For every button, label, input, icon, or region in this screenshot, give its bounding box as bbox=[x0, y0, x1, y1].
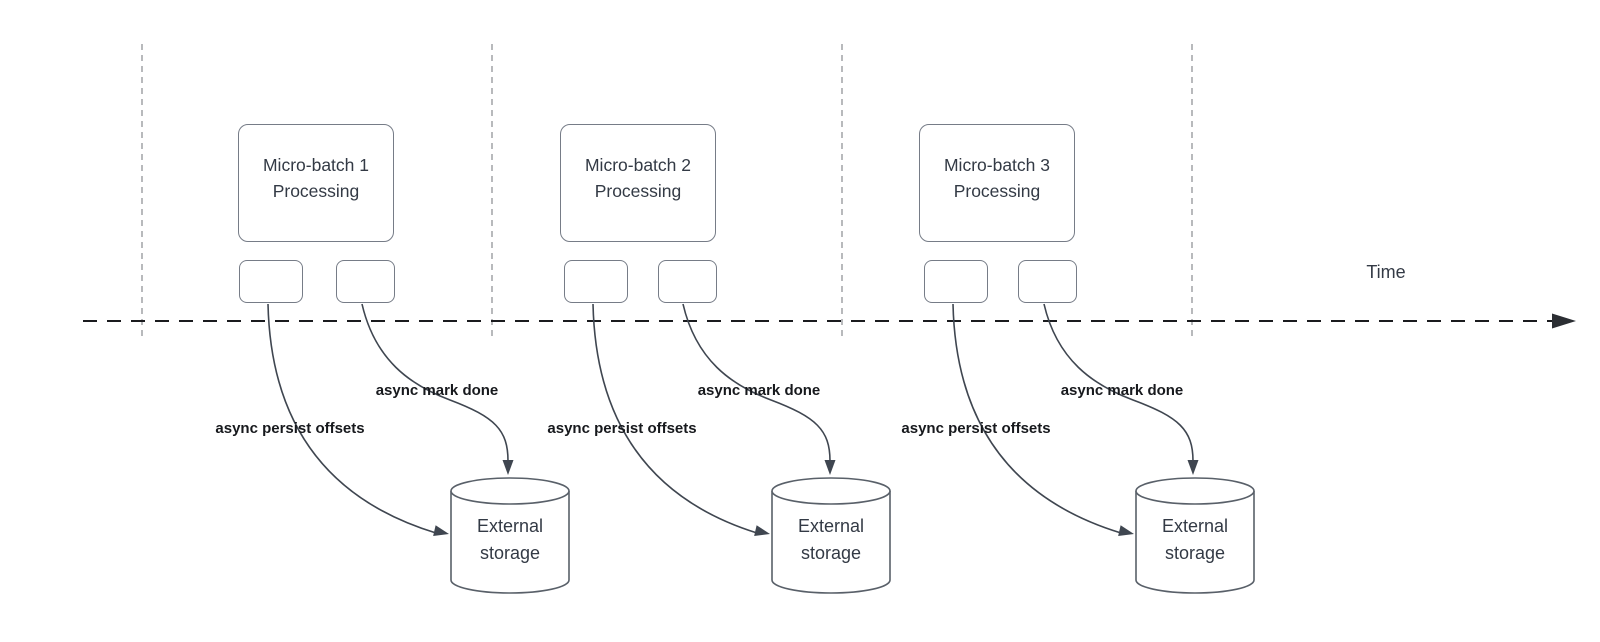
persist-offsets-task-box-3 bbox=[924, 260, 988, 303]
persist-offsets-arrow-label: async persist offsets bbox=[547, 420, 697, 437]
micro-batch-1-title-line1: Micro-batch 1 bbox=[262, 155, 369, 175]
external-storage-cylinder-1 bbox=[450, 477, 570, 594]
micro-batch-3-title: Micro-batch 3 Processing bbox=[920, 125, 1074, 204]
persist-offsets-arrowhead-icon bbox=[1118, 525, 1134, 536]
persist-offsets-arrow-1 bbox=[267, 303, 437, 534]
mark-done-arrow-1 bbox=[361, 303, 509, 462]
persist-offsets-arrow-label: async persist offsets bbox=[901, 420, 1051, 437]
mark-done-arrow-3 bbox=[1043, 303, 1194, 462]
micro-batch-3-box: Micro-batch 3 Processing bbox=[919, 124, 1075, 242]
mark-done-arrowhead-icon bbox=[824, 460, 836, 475]
persist-offsets-arrow-2 bbox=[592, 303, 758, 534]
micro-batch-1-box: Micro-batch 1 Processing bbox=[238, 124, 394, 242]
external-storage-label: External storage bbox=[797, 516, 865, 563]
external-storage-cylinder-2 bbox=[771, 477, 891, 594]
external-storage-label: External storage bbox=[1161, 516, 1229, 563]
micro-batch-2-title-line1: Micro-batch 2 bbox=[584, 155, 691, 175]
mark-done-arrow-label: async mark done bbox=[375, 382, 499, 399]
micro-batch-3-title-line2: Processing bbox=[953, 181, 1041, 201]
time-axis-label: Time bbox=[1366, 262, 1406, 282]
persist-offsets-arrow-label: async persist offsets bbox=[215, 420, 365, 437]
micro-batch-1-title: Micro-batch 1 Processing bbox=[239, 125, 393, 204]
micro-batch-3-title-line1: Micro-batch 3 bbox=[943, 155, 1050, 175]
micro-batch-2-box: Micro-batch 2 Processing bbox=[560, 124, 716, 242]
external-storage-label: External storage bbox=[476, 516, 544, 563]
mark-done-arrowhead-icon bbox=[1187, 460, 1199, 475]
mark-done-task-box-1 bbox=[336, 260, 395, 303]
mark-done-arrowhead-icon bbox=[502, 460, 514, 475]
persist-offsets-task-box-1 bbox=[239, 260, 303, 303]
mark-done-arrow-2 bbox=[682, 303, 831, 462]
persist-offsets-arrowhead-icon bbox=[433, 525, 449, 536]
persist-offsets-arrowhead-icon bbox=[754, 525, 770, 536]
mark-done-arrow-label: async mark done bbox=[1060, 382, 1184, 399]
micro-batch-2-title-line2: Processing bbox=[594, 181, 682, 201]
mark-done-task-box-2 bbox=[658, 260, 717, 303]
mark-done-task-box-3 bbox=[1018, 260, 1077, 303]
persist-offsets-task-box-2 bbox=[564, 260, 628, 303]
mark-done-arrow-label: async mark done bbox=[697, 382, 821, 399]
time-axis-arrowhead-icon bbox=[1552, 313, 1576, 329]
persist-offsets-arrow-3 bbox=[952, 303, 1122, 534]
micro-batch-2-title: Micro-batch 2 Processing bbox=[561, 125, 715, 204]
external-storage-cylinder-3 bbox=[1135, 477, 1255, 594]
micro-batch-1-title-line2: Processing bbox=[272, 181, 360, 201]
